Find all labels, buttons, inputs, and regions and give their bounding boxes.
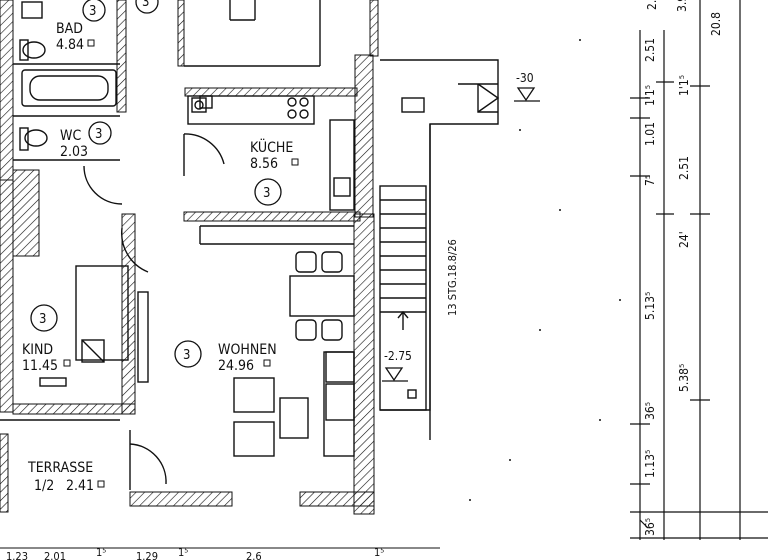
room-area-kind: 11.45	[22, 358, 58, 374]
room-number-bad: 3	[89, 4, 96, 19]
dim-right-5: 5.13⁵	[643, 292, 657, 320]
room-number-kueche: 3	[263, 186, 270, 201]
wall-left-lower	[0, 179, 14, 413]
kitchen-counter	[187, 95, 315, 125]
room-number-kind-circle	[30, 304, 58, 332]
walls	[0, 0, 375, 515]
stair-treads	[380, 199, 426, 313]
wall-kitchen-top	[184, 87, 358, 97]
room-name-bad: BAD	[56, 21, 83, 37]
level-upper: -30	[516, 71, 534, 85]
sink-bad	[21, 1, 43, 19]
wall-kitchen-bottom	[183, 211, 361, 222]
room-area-kueche: 8.56	[250, 156, 278, 172]
toilet-bad	[22, 41, 46, 59]
top-marker: 3	[142, 0, 149, 10]
door-terrace	[129, 443, 167, 485]
dim-right-2: 1'1⁵	[643, 85, 657, 106]
dim-right-11: 24'	[677, 231, 691, 248]
room-number-bad-circle	[82, 0, 106, 22]
dim-bottom-3: 1⁵	[96, 546, 106, 559]
level-markers	[382, 87, 540, 382]
dim-right-3: 1.01	[643, 122, 657, 146]
dim-bottom-1: 1.23	[6, 550, 28, 560]
stairs-label: 13 STG.18.8/26	[446, 239, 459, 316]
stove-burner	[287, 97, 297, 107]
dim-right-13: 3.9	[675, 0, 689, 12]
fixtures	[0, 0, 500, 490]
coffee-table	[279, 397, 309, 439]
room-number-wohnen: 3	[183, 348, 190, 363]
dim-bottom-5: 1⁵	[178, 546, 188, 559]
dim-right-14: 20.8	[709, 12, 723, 36]
room-area-bad: 4.84	[56, 37, 84, 53]
dim-right-6: 36⁵	[643, 402, 657, 420]
wall-left-upper	[0, 0, 14, 181]
bed	[75, 265, 129, 361]
wall-kind-bottom	[12, 403, 136, 415]
room-area-terrasse: 2.41	[66, 478, 94, 494]
dim-right-12: 5.38⁵	[677, 364, 691, 392]
room-area-wc: 2.03	[60, 144, 88, 160]
room-number-wohnen-circle	[174, 340, 202, 368]
room-name-terrasse: TERRASSE	[27, 460, 93, 476]
room-name-wohnen: WOHNEN	[218, 342, 277, 358]
wall-top-inner	[177, 0, 185, 67]
room-area-wohnen: 24.96	[218, 358, 254, 374]
room-number-kueche-circle	[254, 178, 282, 206]
room-number-wc: 3	[95, 127, 102, 142]
dim-right-8: 36⁵	[643, 518, 657, 536]
wall-living-right	[353, 213, 375, 515]
dimension-lines	[630, 0, 768, 540]
toilet-wc	[24, 129, 48, 147]
top-marker-circle	[135, 0, 159, 14]
room-name-wc: WC	[60, 128, 81, 144]
dim-right-9: 1'1⁵	[677, 75, 691, 96]
room-name-kueche: KÜCHE	[250, 138, 293, 156]
wall-bottom-left	[129, 491, 233, 507]
door-wc	[83, 165, 123, 205]
door-kitchen	[183, 133, 225, 165]
wall-wardrobe	[12, 169, 40, 257]
dim-right-1: 2.51	[643, 38, 657, 62]
room-area-terrasse-prefix: 1/2	[34, 478, 54, 494]
dim-right-7: 1.13⁵	[643, 450, 657, 478]
wall-top-right	[369, 0, 379, 57]
wall-kitchen-right	[354, 54, 374, 218]
wall-bad-right	[116, 0, 127, 113]
dim-right-15: 2.	[645, 0, 659, 10]
wall-bottom-right	[299, 491, 375, 507]
room-number-kind: 3	[39, 312, 46, 327]
bathtub	[21, 69, 117, 107]
dim-bottom-6: 2.6	[246, 550, 262, 560]
wall-terrace-left	[0, 433, 9, 513]
dim-bottom-2: 2.01	[44, 550, 66, 560]
scan-dots	[469, 39, 621, 501]
dim-bottom-7: 1⁵	[374, 546, 384, 559]
sofa	[323, 351, 355, 457]
dim-bottom-4: 1.29	[136, 550, 158, 560]
level-lower: -2.75	[384, 349, 412, 363]
room-number-wc-circle	[88, 121, 112, 145]
dim-right-10: 2.51	[677, 156, 691, 180]
room-name-kind: KIND	[22, 342, 53, 358]
dim-right-4: 7⁵	[643, 175, 657, 186]
door-kind	[120, 227, 149, 273]
dining-table	[289, 275, 355, 317]
